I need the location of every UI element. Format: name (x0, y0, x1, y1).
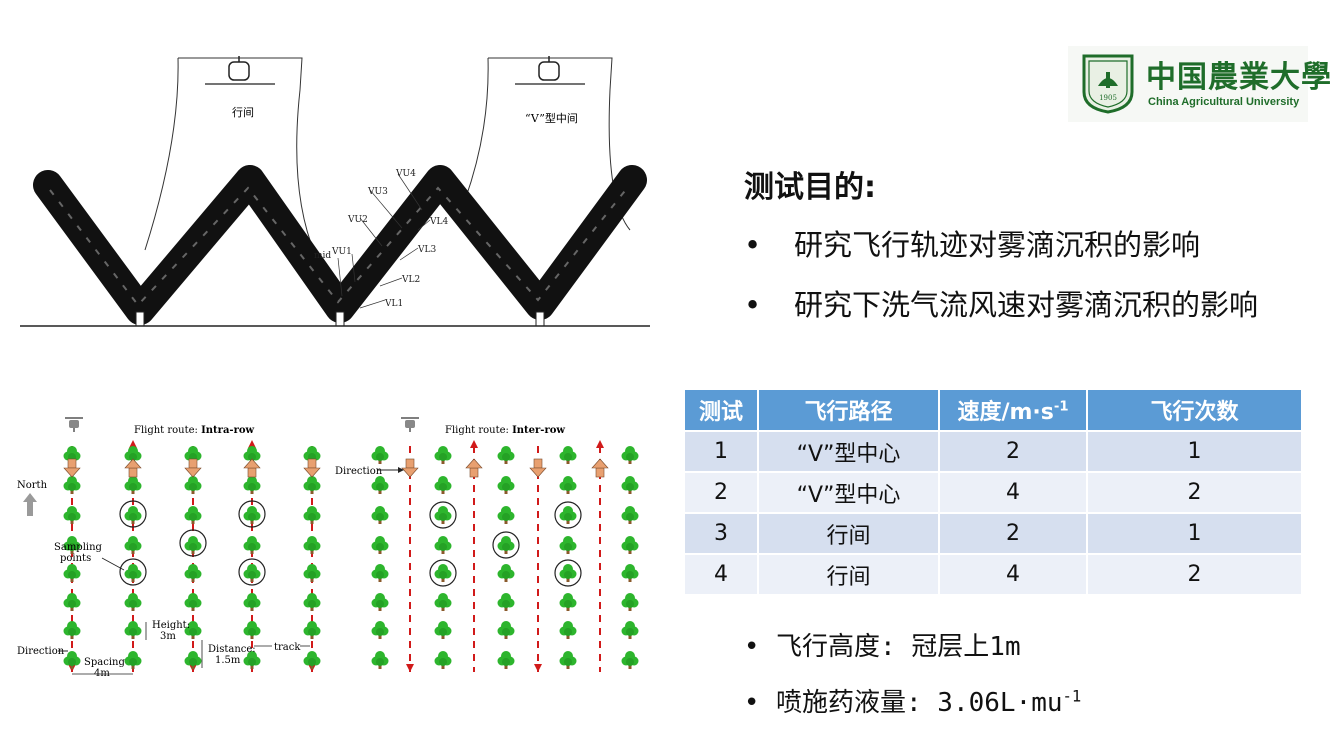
bullet-icon: • (744, 632, 760, 662)
inter-row-routes (409, 446, 601, 672)
drone-icon (205, 56, 275, 85)
position-label: VU2 (347, 215, 368, 225)
position-label: VL2 (401, 275, 420, 285)
position-label: VL1 (384, 299, 403, 309)
purpose-item: •研究下洗气流风速对雾滴沉积的影响 (744, 288, 1259, 322)
logo-name-en: China Agricultural University (1148, 96, 1300, 108)
direction-arrow-icon (303, 458, 321, 478)
sampling-point-circles (429, 501, 582, 587)
table-header-row: 测试 飞行路径 速度/m·s-1 飞行次数 (685, 390, 1303, 431)
bullet-icon: • (744, 688, 760, 718)
direction-arrow-icon (243, 458, 261, 478)
position-label: VU4 (395, 169, 416, 179)
position-label: VL4 (429, 217, 448, 227)
position-label: mid (314, 251, 331, 261)
downwash-cone-right (488, 57, 631, 231)
param-flight-height: •飞行高度: 冠层上1m (744, 632, 1021, 662)
title-intra-row: Flight route: Intra-row (134, 425, 255, 436)
label-v-center: “V”型中间 (525, 111, 578, 125)
canopy-v-shape (33, 165, 647, 325)
direction-arrow-icon (184, 458, 202, 478)
sampling-points-label: Sampling points (54, 542, 105, 564)
direction-arrow-icon (465, 458, 483, 478)
distance-label: Distance: 1.5m (208, 644, 259, 666)
title-inter-row: Flight route: Inter-row (445, 425, 565, 436)
university-seal-icon: 1905 (1082, 54, 1134, 114)
intra-row-trees (63, 446, 321, 669)
table-header: 测试 (685, 390, 759, 431)
sampling-point-circles (119, 500, 266, 586)
seal-year: 1905 (1099, 94, 1117, 102)
drone-icon (64, 417, 84, 433)
table-header: 速度/m·s-1 (939, 390, 1088, 431)
direction-label: Direction (335, 466, 383, 477)
canopy-v-shape-figure: 行间 “V”型中间 VU4 VU3 VU2 VU1 mid VL1 VL2 VL… (20, 56, 650, 327)
direction-arrow-icon (63, 458, 81, 478)
param-spray-volume: •喷施药液量: 3.06L·mu-1 (744, 687, 1082, 718)
position-label: VU1 (331, 247, 352, 257)
drone-icon (400, 417, 420, 433)
spacing-label: Spacing 4m (84, 657, 128, 679)
purpose-item: •研究飞行轨迹对雾滴沉积的影响 (744, 228, 1201, 262)
logo-name-cn: 中国農業大學 (1146, 60, 1332, 95)
position-label: VU3 (367, 187, 388, 197)
position-label: VL3 (417, 245, 436, 255)
drone-icon (515, 56, 585, 85)
direction-arrow-icon (591, 458, 609, 478)
purpose-heading: 测试目的: (744, 170, 876, 205)
table-header: 飞行次数 (1087, 390, 1303, 431)
north-arrow-icon (23, 493, 37, 516)
track-label: track (274, 642, 301, 653)
bullet-icon: • (744, 288, 762, 322)
direction-arrow-icon (124, 458, 142, 478)
direction-arrow-icon (529, 458, 547, 478)
direction-label: Direction (17, 646, 65, 657)
height-label: Height: 3m (152, 620, 193, 642)
label-intra-row: 行间 (232, 106, 254, 119)
direction-arrow-icon (401, 458, 419, 478)
north-label: North (17, 480, 48, 491)
table-header: 飞行路径 (758, 390, 940, 431)
flight-route-figure: Flight route: Intra-row Flight route: In… (17, 417, 639, 679)
university-logo: 1905 中国農業大學 China Agricultural Universit… (1068, 46, 1331, 122)
bullet-icon: • (744, 228, 762, 262)
